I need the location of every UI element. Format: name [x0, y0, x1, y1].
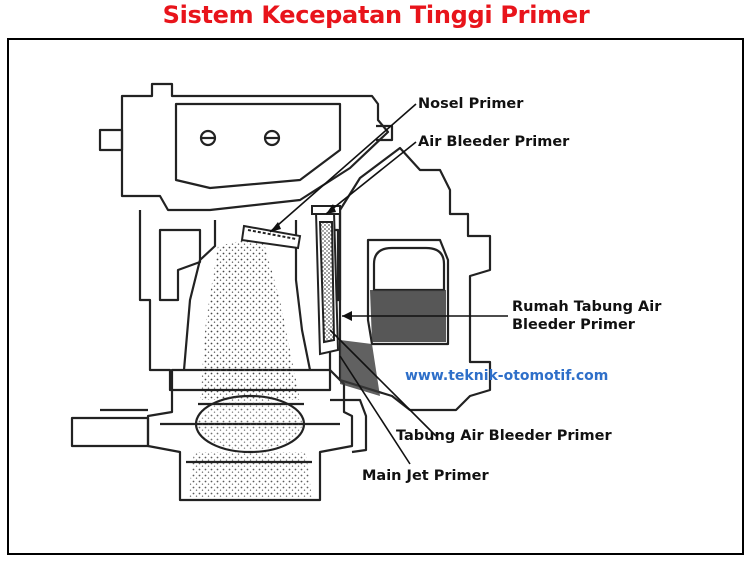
- watermark-url: www.teknik-otomotif.com: [405, 368, 609, 384]
- diagram-frame: [7, 38, 744, 555]
- venturi-right: [294, 220, 312, 371]
- label-nosel-primer: Nosel Primer: [418, 96, 524, 112]
- label-main-jet-primer: Main Jet Primer: [362, 468, 489, 484]
- float: [372, 246, 446, 292]
- label-rumah-tabung-line2: Bleeder Primer: [512, 317, 635, 333]
- leader-air-bleeder: [325, 141, 417, 215]
- leader-main-jet: [339, 355, 411, 465]
- label-air-bleeder-primer: Air Bleeder Primer: [418, 134, 570, 150]
- leader-tabung-air-bleeder: [329, 329, 437, 437]
- screw-right: [263, 129, 281, 147]
- label-tabung-air-bleeder-primer: Tabung Air Bleeder Primer: [396, 428, 612, 444]
- venturi-left: [182, 220, 217, 371]
- diagram-title: Sistem Kecepatan Tinggi Primer: [162, 1, 590, 29]
- label-rumah-tabung-line1: Rumah Tabung Air: [512, 299, 662, 315]
- leader-nosel: [269, 103, 417, 233]
- float-bowl-housing: [338, 146, 492, 412]
- screw-left: [199, 129, 217, 147]
- nosel-primer: [240, 224, 302, 250]
- fuel-spray: [200, 236, 300, 400]
